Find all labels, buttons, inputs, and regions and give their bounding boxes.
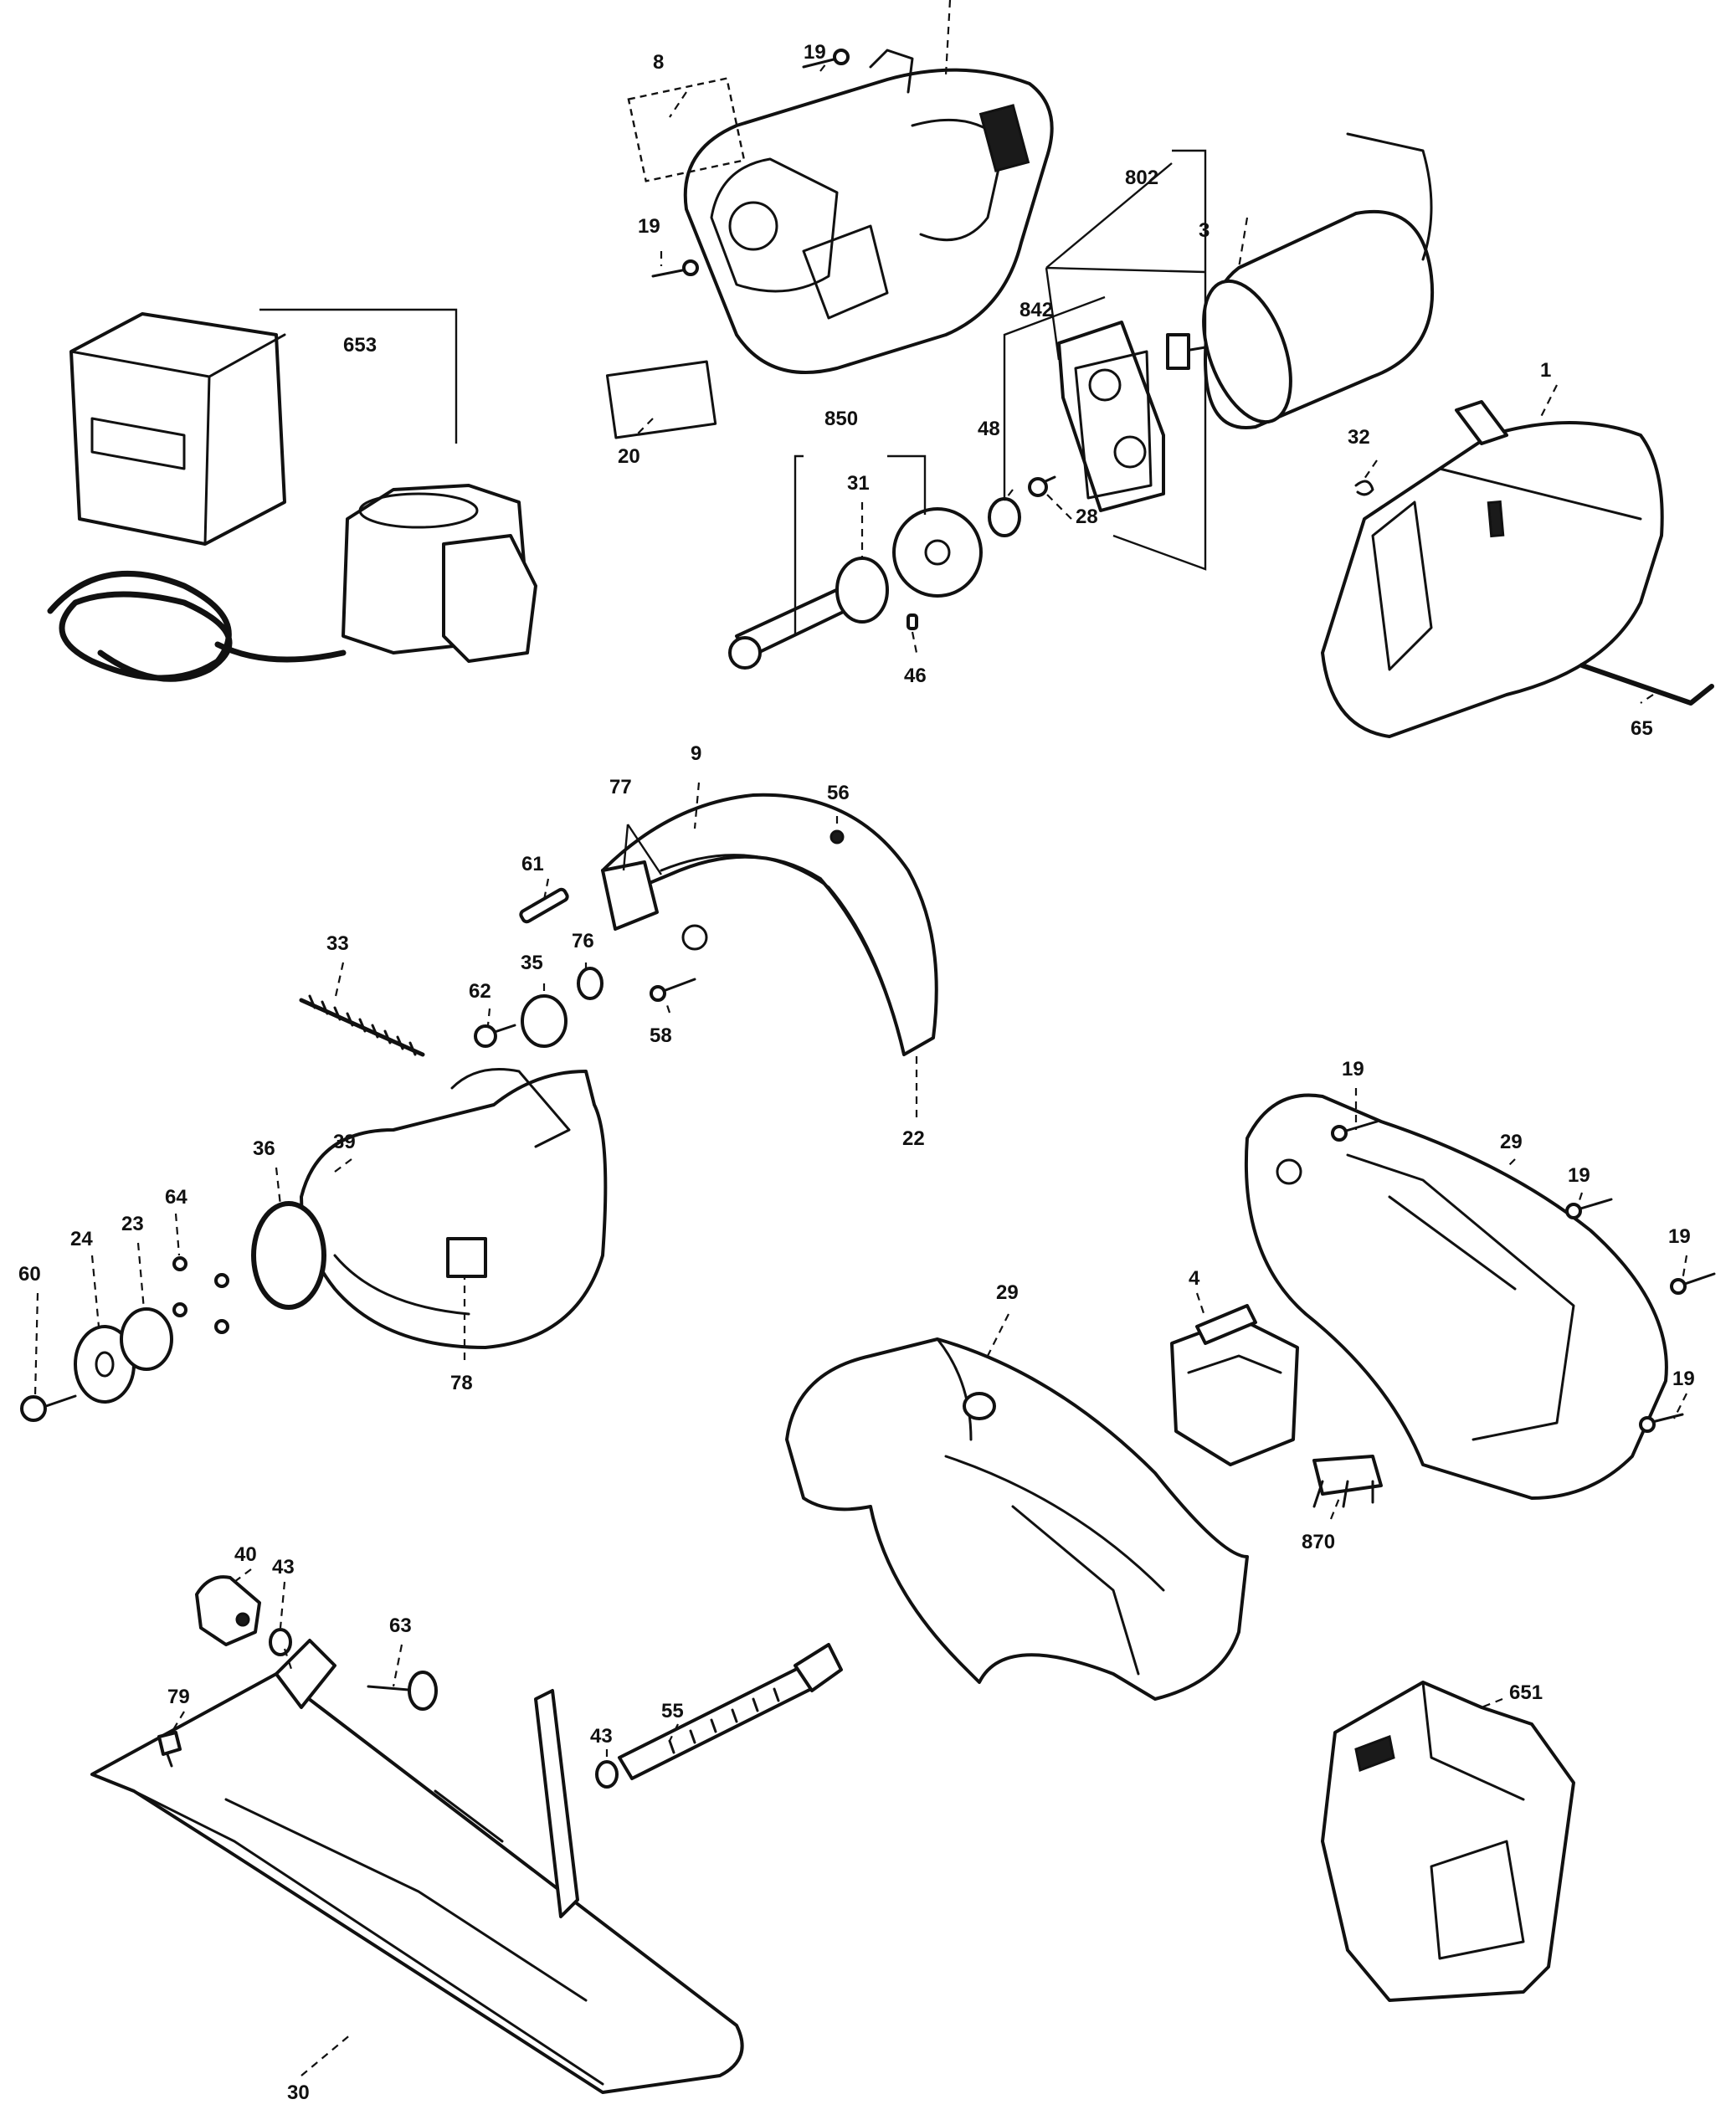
- hex-key-65: [1579, 663, 1714, 706]
- spindle-shaft: [728, 584, 855, 670]
- part-number-labels: 8 19 19 802 3 653 842 1 20 48 32 850 31 …: [18, 41, 1695, 2104]
- clip-32: [1354, 480, 1374, 496]
- part-label-19: 19: [1568, 1164, 1590, 1187]
- part-label-77: 77: [609, 776, 632, 798]
- part-label-19: 19: [1342, 1058, 1364, 1081]
- nut-56: [829, 829, 845, 844]
- part-label-63: 63: [389, 1614, 412, 1637]
- part-label-65: 65: [1631, 717, 1653, 740]
- washer-76: [577, 967, 603, 1000]
- upper-blade-guard: [601, 793, 938, 1056]
- part-label-3: 3: [1199, 219, 1210, 242]
- gear-plate: [1057, 321, 1165, 512]
- part-label-56: 56: [827, 782, 850, 804]
- part-label-19: 19: [804, 41, 826, 64]
- spindle-gear: [892, 507, 983, 598]
- part-label-842: 842: [1020, 299, 1053, 321]
- part-label-48: 48: [978, 418, 1000, 440]
- base-plate: [90, 1639, 744, 2094]
- part-label-55: 55: [661, 1700, 684, 1722]
- part-label-850: 850: [824, 408, 858, 430]
- part-label-43: 43: [272, 1556, 295, 1578]
- washer-43a: [269, 1628, 292, 1656]
- motor-housing-half: [683, 49, 1054, 374]
- motor: [1166, 132, 1435, 429]
- screw-19-top: [802, 49, 850, 69]
- part-label-46: 46: [904, 665, 927, 687]
- part-label-40: 40: [234, 1543, 257, 1566]
- part-label-19: 19: [1672, 1368, 1695, 1390]
- part-label-58: 58: [650, 1024, 672, 1047]
- part-label-19: 19: [638, 215, 660, 238]
- wing-nut-79: [157, 1731, 182, 1768]
- part-label-36: 36: [253, 1137, 275, 1160]
- hub-35: [521, 994, 568, 1048]
- part-label-33: 33: [326, 932, 349, 955]
- part-label-29: 29: [996, 1281, 1019, 1304]
- charger-base: [342, 484, 537, 663]
- part-label-4: 4: [1189, 1267, 1200, 1290]
- part-label-23: 23: [121, 1213, 144, 1235]
- part-label-30: 30: [287, 2082, 310, 2104]
- screws-19-right: [1331, 1120, 1716, 1433]
- part-label-32: 32: [1348, 426, 1370, 449]
- bearing-48: [988, 497, 1021, 537]
- warning-label-78: [446, 1237, 487, 1278]
- part-label-22: 22: [902, 1127, 925, 1150]
- part-label-60: 60: [18, 1263, 41, 1286]
- switch: [1170, 1304, 1299, 1466]
- o-ring-36: [251, 1201, 326, 1310]
- spring-33: [299, 994, 425, 1057]
- battery-pack: [1321, 1681, 1575, 2002]
- part-label-79: 79: [167, 1686, 190, 1708]
- part-label-24: 24: [70, 1228, 93, 1250]
- part-label-39: 39: [333, 1131, 356, 1153]
- part-label-62: 62: [469, 980, 491, 1003]
- part-label-64: 64: [165, 1186, 187, 1209]
- knob-40: [195, 1575, 261, 1646]
- part-label-28: 28: [1076, 506, 1098, 528]
- label-sticker-20: [605, 360, 717, 439]
- part-label-870: 870: [1302, 1531, 1335, 1553]
- screw-58: [650, 978, 696, 1002]
- lower-blade-guard: [300, 1068, 608, 1349]
- part-label-29: 29: [1500, 1131, 1523, 1153]
- screw-19-left: [651, 259, 699, 278]
- part-label-35: 35: [521, 952, 543, 974]
- bolt-63: [367, 1671, 438, 1711]
- left-handle-half: [785, 1337, 1249, 1701]
- washer-23: [120, 1307, 173, 1371]
- part-label-76: 76: [572, 930, 594, 952]
- screws-64: [172, 1256, 229, 1334]
- terminal-block-870: [1312, 1455, 1383, 1508]
- rating-label-sticker: [627, 77, 746, 182]
- part-label-20: 20: [618, 445, 640, 468]
- key-46: [907, 613, 918, 630]
- part-label-19: 19: [1668, 1225, 1691, 1248]
- part-label-653: 653: [343, 334, 377, 357]
- part-label-651: 651: [1509, 1681, 1543, 1704]
- screw-62: [474, 1024, 516, 1048]
- bolt-60: [20, 1394, 77, 1422]
- part-label-43: 43: [590, 1725, 613, 1748]
- part-label-802: 802: [1125, 167, 1158, 189]
- part-label-9: 9: [691, 742, 701, 765]
- adjustment-screw-55: [618, 1643, 843, 1780]
- washer-43b: [595, 1760, 619, 1789]
- screw-28: [1028, 475, 1056, 497]
- part-label-78: 78: [450, 1372, 473, 1394]
- part-label-8: 8: [653, 51, 664, 74]
- part-label-1: 1: [1540, 359, 1551, 382]
- gear-housing: [1321, 400, 1664, 738]
- part-label-31: 31: [847, 472, 870, 495]
- pin-61: [519, 887, 569, 924]
- charger-cord: [47, 570, 347, 682]
- bearing-31: [835, 557, 889, 624]
- part-label-61: 61: [521, 853, 544, 875]
- leader-lines: [33, 0, 1688, 2076]
- right-handle-half: [1244, 1093, 1668, 1500]
- charger-transformer: [69, 312, 286, 546]
